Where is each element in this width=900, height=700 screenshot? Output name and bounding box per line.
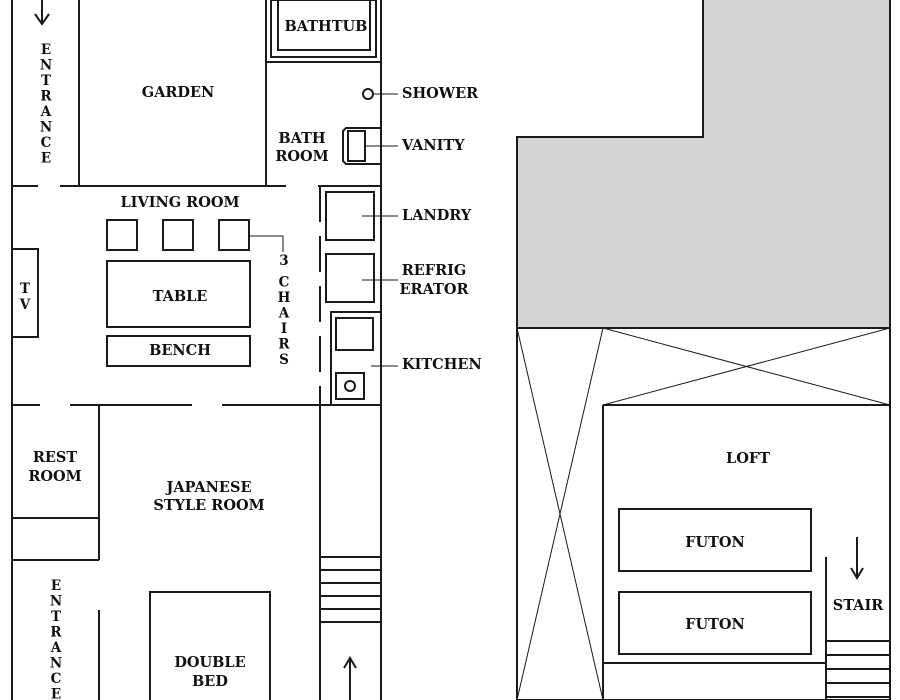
vertical-label-letter: N bbox=[40, 120, 52, 136]
open-below-x bbox=[516, 327, 604, 700]
vertical-label-letter: C bbox=[41, 135, 52, 151]
stair-arrow-up-head bbox=[343, 656, 357, 669]
bathroom-label-line2: ROOM bbox=[275, 148, 328, 165]
vertical-label-letter: C bbox=[51, 671, 62, 687]
double-bed bbox=[149, 591, 271, 700]
laundry-label: LANDRY bbox=[402, 207, 472, 224]
chair-2 bbox=[162, 219, 194, 251]
kitchen-stove bbox=[335, 372, 365, 400]
tv-label: TV bbox=[19, 281, 31, 313]
vanity-counter bbox=[342, 127, 381, 165]
vertical-label-letter: R bbox=[278, 337, 290, 353]
restroom-label-line1: REST bbox=[33, 449, 78, 466]
japanese-room-label-line2: STYLE ROOM bbox=[153, 497, 264, 514]
loft-outline bbox=[516, 0, 891, 700]
bench bbox=[106, 335, 251, 367]
refrigerator bbox=[325, 253, 375, 303]
refrigerator-label-line2: ERATOR bbox=[399, 281, 469, 298]
kitchen-sink bbox=[335, 317, 374, 351]
open-below-x bbox=[602, 327, 891, 406]
vanity-label: VANITY bbox=[401, 137, 465, 154]
vertical-label-letter: S bbox=[279, 352, 289, 368]
bathroom-label-line1: BATH bbox=[278, 130, 326, 147]
loft-label: LOFT bbox=[726, 450, 770, 467]
futon-2 bbox=[618, 591, 812, 655]
vertical-label-letter: N bbox=[50, 656, 62, 672]
vertical-label-letter: A bbox=[278, 306, 290, 322]
japanese-room-label-line1: JAPANESE bbox=[164, 479, 251, 496]
shower-fixture bbox=[362, 88, 374, 100]
vertical-label-letter: A bbox=[50, 640, 62, 656]
vertical-label-letter: E bbox=[51, 578, 61, 594]
restroom-label-line2: ROOM bbox=[28, 468, 81, 485]
vertical-label-letter: I bbox=[281, 321, 287, 337]
double-bed-label-line1: DOUBLE bbox=[174, 654, 245, 671]
living-room-label: LIVING ROOM bbox=[120, 194, 239, 211]
vertical-label-letter: N bbox=[40, 58, 52, 74]
bathtub-inner bbox=[277, 0, 371, 51]
vertical-label-letter: C bbox=[279, 275, 290, 291]
chairs-leader bbox=[249, 235, 284, 252]
bathtub-outer bbox=[270, 0, 377, 58]
vertical-label-letter: T bbox=[51, 609, 61, 625]
bench-label: BENCH bbox=[149, 342, 211, 359]
table bbox=[106, 260, 251, 328]
shaded-void bbox=[518, 0, 889, 328]
futon-2-label: FUTON bbox=[685, 616, 745, 633]
vertical-label-letter: A bbox=[40, 104, 52, 120]
bathtub-label: BATHTUB bbox=[285, 18, 368, 35]
garden-label: GARDEN bbox=[142, 84, 215, 101]
vertical-label-letter: 3 bbox=[279, 253, 288, 269]
vertical-label-letter: H bbox=[278, 290, 291, 306]
double-bed-label-line2: BED bbox=[192, 673, 228, 690]
vertical-label-letter: N bbox=[50, 594, 62, 610]
refrigerator-label-line1: REFRIG bbox=[402, 262, 467, 279]
vanity-sink bbox=[347, 130, 366, 162]
vertical-label-letter: T bbox=[41, 73, 51, 89]
vertical-label-letter: T bbox=[20, 281, 30, 297]
kitchen-label: KITCHEN bbox=[402, 356, 482, 373]
vertical-label-letter: R bbox=[50, 625, 62, 641]
futon-1-label: FUTON bbox=[685, 534, 745, 551]
stove-burner bbox=[344, 380, 356, 392]
vertical-label-letter: E bbox=[51, 687, 61, 700]
vertical-label-letter: E bbox=[41, 151, 51, 167]
entrance-arrow-top-head bbox=[34, 13, 50, 26]
chair-3 bbox=[218, 219, 250, 251]
table-label: TABLE bbox=[153, 288, 208, 305]
tv-unit bbox=[11, 248, 39, 338]
vertical-label-letter: V bbox=[19, 297, 31, 313]
chair-1 bbox=[106, 219, 138, 251]
vertical-label-letter: R bbox=[40, 89, 52, 105]
shower-label: SHOWER bbox=[402, 85, 479, 102]
vertical-label-letter: E bbox=[41, 42, 51, 58]
stair-label: STAIR bbox=[833, 597, 885, 614]
futon-1 bbox=[618, 508, 812, 572]
stair-arrow-down-head bbox=[850, 567, 864, 580]
